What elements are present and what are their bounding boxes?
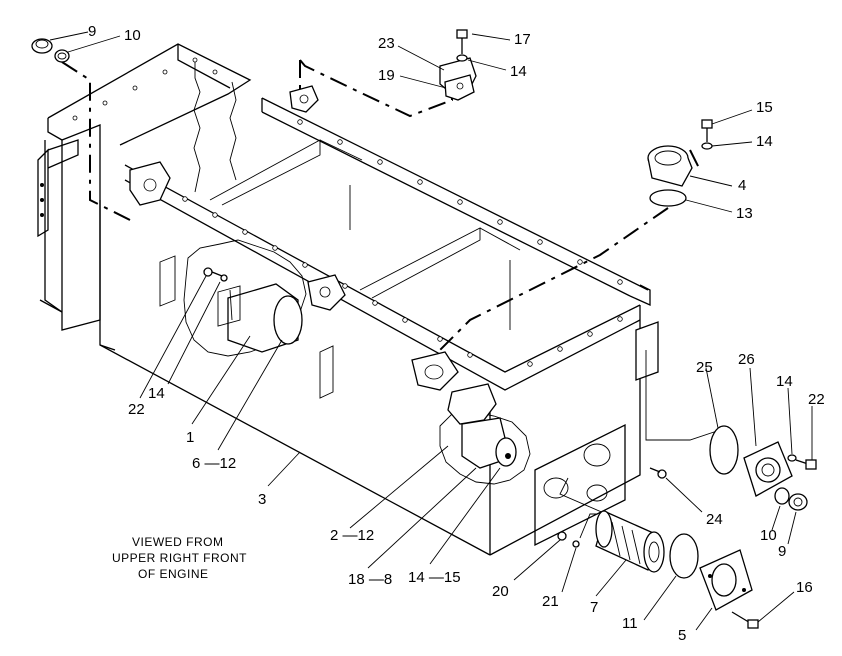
- washer-14-cover: [787, 454, 797, 462]
- callout-10-bottom: 10: [760, 527, 777, 544]
- bolt-15: [701, 119, 713, 142]
- cutaway-region-right: [439, 383, 531, 485]
- washer-14-left: [220, 274, 228, 282]
- oring-10-bottom: [774, 487, 790, 505]
- bolt-24: [649, 467, 667, 479]
- oil-pan-body: [37, 43, 659, 556]
- callout-9-bottom: 9: [778, 543, 786, 560]
- leader-lines: [49, 31, 813, 631]
- rail-bolt-holes: [40, 57, 623, 367]
- callout-18-8: 18 —8: [348, 571, 392, 588]
- plug-9-bottom: [788, 493, 808, 511]
- callout-5: 5: [678, 627, 686, 644]
- bolt-17: [456, 29, 468, 54]
- callout-10-top: 10: [124, 27, 141, 44]
- bolt-22-right: [795, 459, 817, 470]
- callout-20: 20: [492, 583, 509, 600]
- callout-16: 16: [796, 579, 813, 596]
- cover-26: [743, 441, 793, 497]
- callout-6-12: 6 —12: [192, 455, 236, 472]
- callout-11: 11: [622, 615, 638, 632]
- callout-2-12: 2 —12: [330, 527, 374, 544]
- cutaway-region-left: [183, 239, 307, 357]
- callout-1: 1: [186, 429, 194, 446]
- callout-26: 26: [738, 351, 755, 368]
- callout-4: 4: [738, 177, 746, 194]
- bolt-22-left: [203, 267, 223, 277]
- view-note-line-3: OF ENGINE: [138, 567, 209, 581]
- washer-14-top: [456, 54, 468, 62]
- callout-14-left: 14: [148, 385, 165, 402]
- oring-13: [649, 189, 687, 207]
- washer-14-right: [701, 142, 713, 150]
- oring-11: [669, 533, 699, 579]
- callout-14-right: 14: [756, 133, 773, 150]
- callout-22-right: 22: [808, 391, 825, 408]
- oring-25: [709, 425, 739, 475]
- bolt-20: [557, 531, 567, 541]
- cover-5: [699, 549, 753, 611]
- callout-7: 7: [590, 599, 598, 616]
- callout-25: 25: [696, 359, 713, 376]
- oring-10-top: [54, 49, 70, 63]
- elbow-4: [647, 145, 693, 187]
- washer-21: [572, 540, 580, 548]
- view-note-line-2: UPPER RIGHT FRONT: [112, 551, 247, 565]
- callout-14-top: 14: [510, 63, 527, 80]
- assembly-lines: [61, 59, 721, 539]
- callout-23: 23: [378, 35, 395, 52]
- callout-17: 17: [514, 31, 531, 48]
- callout-15: 15: [756, 99, 773, 116]
- callout-3: 3: [258, 491, 266, 508]
- callout-9-top: 9: [88, 23, 96, 40]
- callout-13: 13: [736, 205, 753, 222]
- cover-23-and-gasket-19: [439, 57, 477, 101]
- filter-7: [595, 510, 665, 573]
- callout-22-left: 22: [128, 401, 145, 418]
- callout-21: 21: [542, 593, 559, 610]
- callout-14-cover: 14: [776, 373, 793, 390]
- bolt-16: [731, 611, 759, 629]
- callout-24: 24: [706, 511, 723, 528]
- callout-19: 19: [378, 67, 395, 84]
- plug-9-top: [31, 38, 53, 54]
- callout-14-15: 14 —15: [408, 569, 461, 586]
- view-note: VIEWED FROM UPPER RIGHT FRONT OF ENGINE: [112, 535, 247, 581]
- callout-labels: 9 10 23 17 14 19 15 14 4 13 22 14 1 6 —1…: [88, 23, 825, 644]
- view-note-line-1: VIEWED FROM: [132, 535, 224, 549]
